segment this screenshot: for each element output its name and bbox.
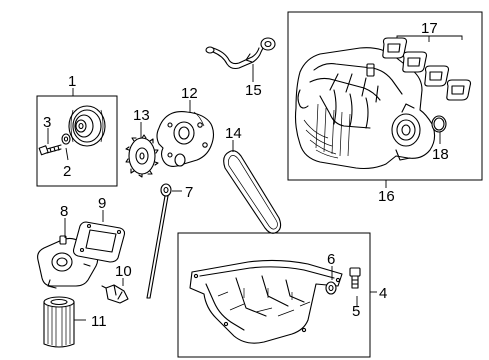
leader-lines	[47, 35, 463, 321]
callout-11: 11	[91, 313, 107, 330]
callout-16: 16	[378, 188, 395, 205]
crankshaft-bolt	[38, 144, 62, 156]
oil-pump-sprocket	[125, 134, 159, 178]
callout-18: 18	[432, 146, 449, 163]
callout-13: 13	[133, 107, 150, 124]
callout-3: 3	[43, 114, 51, 131]
intake-manifold-group-box	[287, 11, 483, 181]
oil-pump	[156, 111, 215, 167]
oil-filter-adapter-gasket	[72, 221, 126, 263]
oil-pan	[189, 259, 343, 344]
manifold-gaskets	[382, 37, 472, 101]
callout-7: 7	[185, 184, 193, 201]
throttle-body-o-ring	[431, 115, 447, 133]
callout-1: 1	[68, 73, 76, 90]
callout-9: 9	[98, 195, 106, 212]
callout-10: 10	[115, 263, 132, 280]
callout-14: 14	[225, 125, 242, 142]
callout-8: 8	[60, 203, 68, 220]
oil-pan-drain-gasket	[325, 281, 337, 295]
callout-4: 4	[379, 285, 387, 302]
callout-2: 2	[63, 163, 71, 180]
callout-6: 6	[327, 251, 335, 268]
crankshaft-washer	[61, 133, 71, 145]
crankshaft-pulley-group-box	[36, 95, 118, 187]
vacuum-fitting	[366, 63, 375, 77]
oil-tube	[205, 37, 276, 70]
oil-filter	[43, 296, 75, 348]
callout-5: 5	[352, 303, 360, 320]
callout-labels: 1 2 3 4 5 6 7 8 9 10 11 12 13 14 15 16 1…	[43, 20, 449, 330]
oil-pump-chain	[223, 150, 282, 234]
callout-17: 17	[421, 20, 438, 37]
oil-dipstick	[146, 183, 172, 299]
callout-12: 12	[181, 85, 198, 102]
callout-15: 15	[245, 82, 262, 99]
oil-pressure-sensor	[101, 284, 129, 304]
crankshaft-pulley	[68, 105, 106, 147]
oil-pan-drain-plug	[349, 267, 361, 289]
